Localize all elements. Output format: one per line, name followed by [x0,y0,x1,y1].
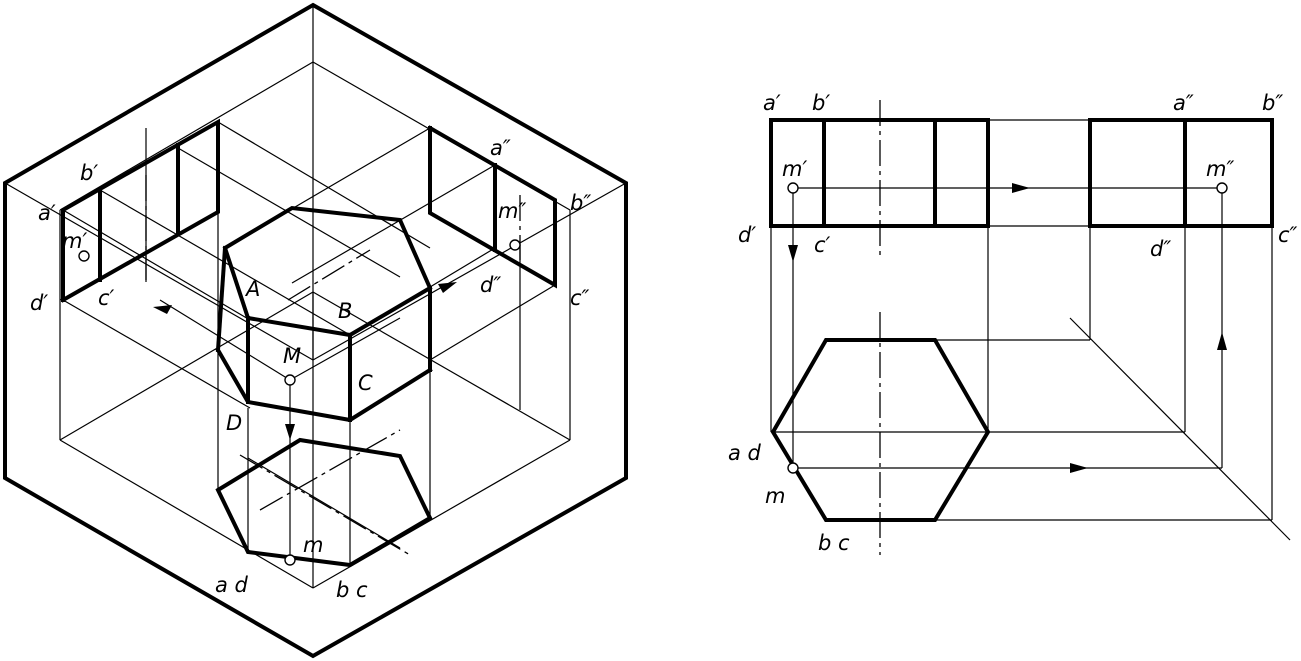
label-a-dprime: a″ [490,136,511,160]
point-m-pictorial [284,554,296,566]
horizontal-projection-hexagon [215,437,433,568]
label-M: M [283,344,301,368]
label-c-dprime: c″ [570,286,590,310]
ortho-label-m: m [765,484,785,508]
ortho-label-bc: b c [818,531,850,555]
ortho-label-b-prime: b′ [812,91,830,115]
ortho-label-m-prime: m′ [782,157,807,181]
hexagonal-prism [215,205,433,423]
arrow-to-ground [285,424,295,440]
projection-lines [770,119,1291,541]
arrow-front-to-side [1012,183,1030,193]
ortho-label-d-dprime: d″ [1150,237,1171,261]
point-m-prime-ortho [787,182,799,194]
arrow-to-side-wall [438,282,457,293]
ortho-label-m-dprime: m″ [1206,157,1234,181]
front-wall-projection [60,118,220,303]
label-d-dprime: d″ [480,273,501,297]
label-bc: b c [336,578,368,602]
pictorial-view: a′ b′ m′ d′ c′ a″ m″ b″ d″ c″ A B M C D … [3,2,628,659]
side-view [1088,118,1274,228]
ortho-label-c-dprime: c″ [1278,223,1298,247]
ortho-label-d-prime: d′ [738,223,756,247]
label-m-prime: m′ [62,229,87,253]
arrow-top-to-miter [1070,463,1088,473]
arrow-to-front-wall [153,305,172,314]
point-M-pictorial [284,374,296,386]
ortho-label-c-prime: c′ [814,233,831,257]
label-c-prime: c′ [98,286,115,310]
label-m: m [303,533,323,557]
point-m-dprime-pictorial [509,239,521,251]
ortho-label-b-dprime: b″ [1262,91,1283,115]
arrow-front-down [788,245,798,262]
label-ad: a d [215,573,249,597]
label-d-prime: d′ [30,291,48,315]
label-B: B [338,299,352,323]
label-A: A [244,277,260,301]
label-C: C [358,371,373,395]
center-axes [145,175,521,556]
orthographic-views: a′ b′ m′ d′ c′ a″ b″ m″ d″ c″ a d m b c [728,91,1298,555]
front-view [769,118,990,228]
label-a-prime: a′ [38,201,56,225]
label-m-dprime: m″ [498,199,526,223]
top-view-hexagon [770,338,991,522]
label-b-prime: b′ [80,161,98,185]
point-m-prime-pictorial [78,250,90,262]
point-m-ortho [787,462,799,474]
ortho-label-ad: a d [728,441,762,465]
ortho-label-a-prime: a′ [763,91,781,115]
point-m-dprime-ortho [1216,182,1228,194]
side-wall-projection [427,125,557,289]
arrow-miter-up [1217,332,1227,350]
label-b-dprime: b″ [570,191,591,215]
label-D: D [226,411,242,435]
ortho-label-a-dprime: a″ [1173,91,1194,115]
